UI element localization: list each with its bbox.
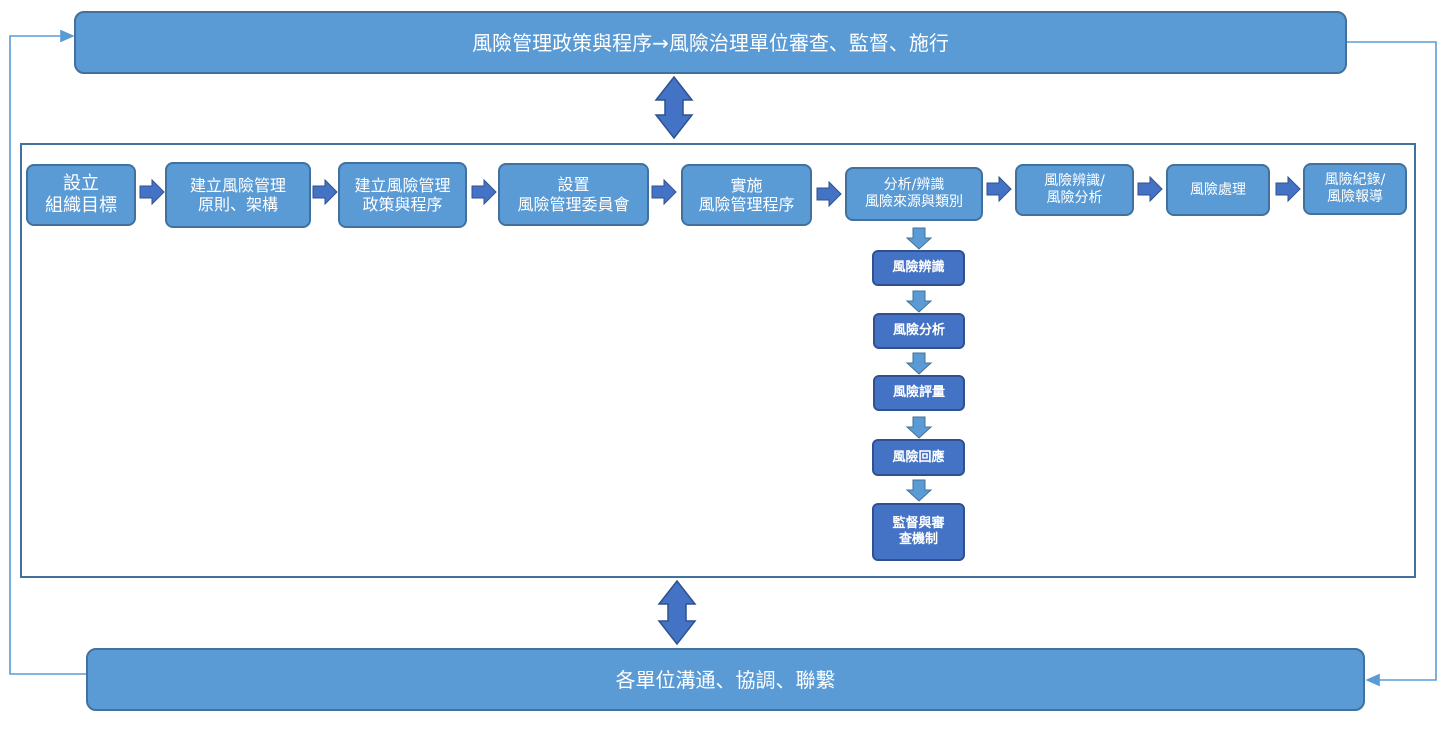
substep-label: 風險評量 [892,385,945,401]
flow-arrow-3 [471,178,497,206]
step-build-framework: 建立風險管理 原則、架構 [165,162,311,228]
flow-arrow-2 [312,178,338,206]
right-loop-line [1347,41,1437,687]
flow-arrow-4 [651,178,677,206]
step-implement-procedure: 實施 風險管理程序 [681,164,812,226]
down-arrow-2 [905,290,933,313]
down-arrows [905,227,933,502]
process-frame [20,143,1416,578]
step-label: 風險辨識/ 風險分析 [1044,173,1105,206]
substep-label: 風險辨識 [892,260,945,276]
step-identify-analyze: 風險辨識/ 風險分析 [1015,164,1134,216]
step-label: 風險處理 [1190,181,1246,198]
flow-arrow-7 [1137,175,1163,203]
step-build-policy: 建立風險管理 政策與程序 [338,162,467,228]
down-arrow-5 [905,479,933,502]
substep-identification: 風險辨識 [872,250,965,286]
substep-evaluation: 風險評量 [873,375,965,411]
left-loop-line [9,29,86,675]
step-analyze-sources: 分析/辨識 風險來源與類別 [845,167,983,221]
bottom-communication-box: 各單位溝通、協調、聯繫 [86,648,1365,711]
flow-arrow-8 [1275,175,1301,203]
double-arrow-bottom [657,579,697,646]
substep-label: 監督與審 查機制 [892,516,945,547]
step-setup-committee: 設置 風險管理委員會 [498,163,649,226]
top-governance-box: 風險管理政策與程序→風險治理單位審查、監督、施行 [74,11,1347,74]
step-set-objectives: 設立 組織目標 [26,164,136,226]
step-label: 分析/辨識 風險來源與類別 [865,177,963,210]
down-arrow-3 [905,352,933,375]
step-risk-treatment: 風險處理 [1166,164,1270,216]
step-label: 建立風險管理 原則、架構 [189,175,286,214]
flow-arrow-5 [816,180,842,208]
step-label: 實施 風險管理程序 [698,175,795,214]
substep-label: 風險分析 [892,323,945,339]
substep-label: 風險回應 [892,449,945,465]
flow-arrow-6 [986,175,1012,203]
flow-arrow-1 [139,178,165,206]
step-label: 設立 組織目標 [45,173,117,216]
flow-arrows [139,175,1301,208]
down-arrow-1 [905,227,933,250]
down-arrow-4 [905,416,933,439]
bottom-communication-label: 各單位溝通、協調、聯繫 [615,667,836,692]
step-label: 建立風險管理 政策與程序 [354,175,451,214]
substep-monitoring: 監督與審 查機制 [872,503,965,561]
step-label: 設置 風險管理委員會 [517,175,630,214]
step-label: 風險紀錄/ 風險報導 [1324,172,1386,205]
top-governance-label: 風險管理政策與程序→風險治理單位審查、監督、施行 [472,30,949,55]
step-record-report: 風險紀錄/ 風險報導 [1303,163,1407,215]
substep-response: 風險回應 [872,439,965,476]
double-arrow-top [654,75,694,140]
substep-analysis: 風險分析 [873,313,965,349]
